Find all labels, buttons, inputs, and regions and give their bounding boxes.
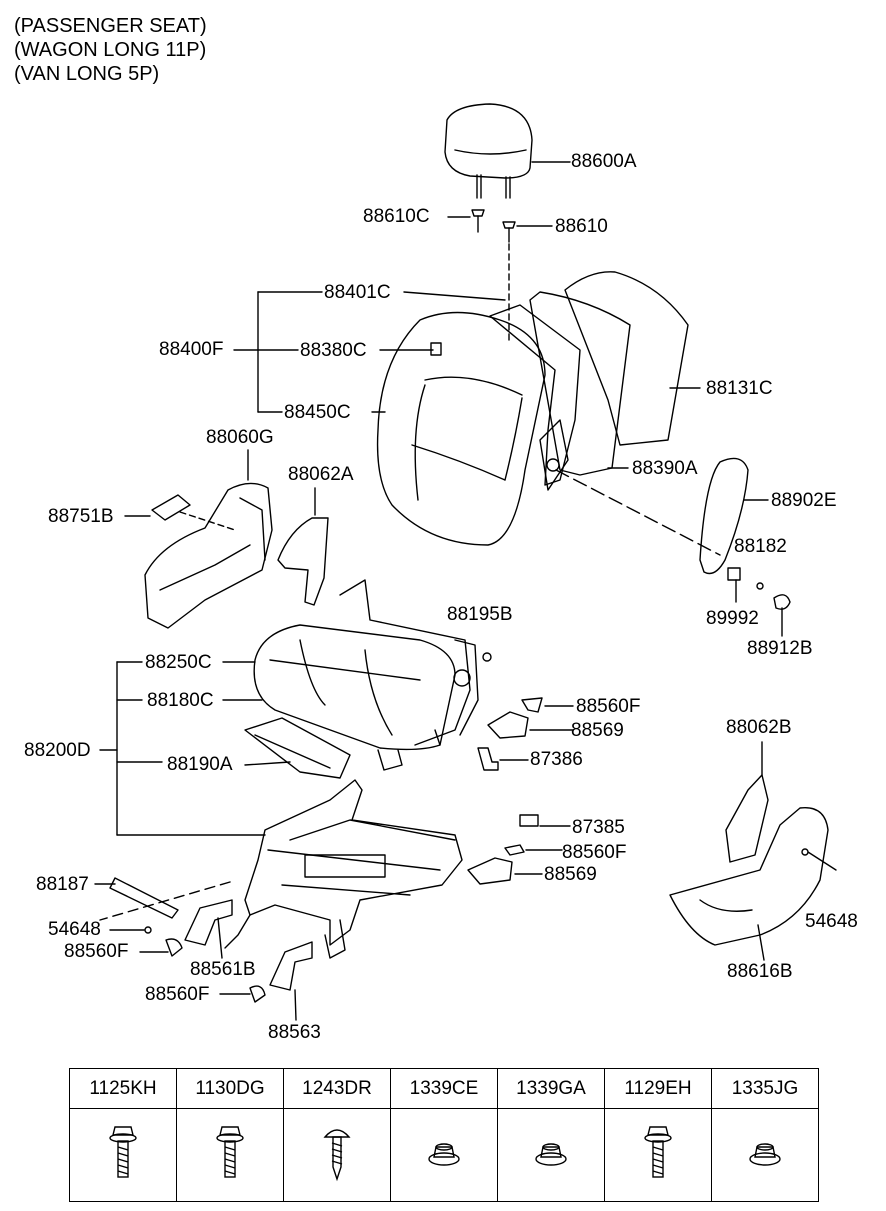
bracket-drawing [467, 697, 574, 885]
part-label-88561B: 88561B [190, 959, 256, 980]
fastener-code: 1243DR [283, 1068, 391, 1109]
part-label-88610: 88610 [555, 216, 608, 237]
part-label-87386: 87386 [530, 749, 583, 770]
part-label-88190A: 88190A [167, 754, 233, 775]
fastener-cell [69, 1108, 177, 1202]
headrest-drawing [444, 103, 571, 199]
fastener-cell [283, 1108, 391, 1202]
flange-bolt-icon [644, 1125, 672, 1178]
part-label-88187: 88187 [36, 874, 89, 895]
part-label-88380C: 88380C [300, 340, 367, 361]
flange-bolt-icon [216, 1125, 244, 1178]
part-label-88182: 88182 [734, 536, 787, 557]
tapping-screw-icon [323, 1128, 351, 1181]
part-label-88400F: 88400F [159, 339, 224, 360]
armrest-drawing [699, 457, 791, 637]
fastener-code: 1125KH [69, 1068, 177, 1109]
side-plate-drawing [277, 487, 329, 606]
fastener-code: 1339GA [497, 1068, 605, 1109]
rod-drawing [94, 877, 313, 1021]
part-label-88250C: 88250C [145, 652, 212, 673]
seat-track-drawing [99, 779, 463, 959]
part-label-88569: 88569 [544, 864, 597, 885]
part-label-88450C: 88450C [284, 402, 351, 423]
part-label-88390A: 88390A [632, 458, 698, 479]
seat-back-drawing [371, 271, 721, 556]
part-label-88401C: 88401C [324, 282, 391, 303]
part-label-54648: 54648 [48, 919, 101, 940]
part-label-88600A: 88600A [571, 151, 637, 172]
part-label-88616B: 88616B [727, 961, 793, 982]
part-label-88902E: 88902E [771, 490, 837, 511]
part-label-88610C: 88610C [363, 206, 430, 227]
part-label-88569: 88569 [571, 720, 624, 741]
part-label-88912B: 88912B [747, 638, 813, 659]
part-label-88131C: 88131C [706, 378, 773, 399]
fastener-cell [711, 1108, 819, 1202]
fastener-cell [390, 1108, 498, 1202]
part-label-54648: 54648 [805, 911, 858, 932]
diagram-title-line-3: (VAN LONG 5P) [14, 63, 160, 85]
side-shield-drawing [669, 741, 837, 961]
flange-nut-icon [535, 1142, 567, 1166]
part-label-88060G: 88060G [206, 427, 274, 448]
fastener-table: 1125KH 1130DG 1243DR 1339CE 1339GA 1129E… [69, 1068, 819, 1202]
part-label-88560F: 88560F [576, 696, 641, 717]
part-label-88200D: 88200D [24, 740, 91, 761]
flange-bolt-icon [109, 1125, 137, 1178]
part-label-88180C: 88180C [147, 690, 214, 711]
part-label-88062B: 88062B [726, 717, 792, 738]
part-label-88560F: 88560F [562, 842, 627, 863]
part-label-89992: 89992 [706, 608, 759, 629]
fastener-code: 1130DG [176, 1068, 284, 1109]
fastener-cell [604, 1108, 712, 1202]
diagram-title-line-2: (WAGON LONG 11P) [14, 39, 207, 61]
flange-nut-icon [428, 1142, 460, 1166]
group-bracket-lines [99, 291, 323, 836]
flange-nut-icon [749, 1142, 781, 1166]
fastener-icon-row [69, 1108, 819, 1202]
part-label-88560F: 88560F [64, 941, 129, 962]
part-label-88560F: 88560F [145, 984, 210, 1005]
part-label-88062A: 88062A [288, 464, 354, 485]
part-label-88751B: 88751B [48, 506, 114, 527]
fastener-code: 1129EH [604, 1068, 712, 1109]
fastener-code: 1339CE [390, 1068, 498, 1109]
fastener-code: 1335JG [711, 1068, 819, 1109]
seat-cushion-drawing [222, 579, 492, 779]
part-label-88563: 88563 [268, 1022, 321, 1043]
part-label-88195B: 88195B [447, 604, 513, 625]
fastener-cell [176, 1108, 284, 1202]
side-cover-drawing [124, 449, 273, 629]
diagram-title-line-1: (PASSENGER SEAT) [14, 15, 207, 37]
fastener-header-row: 1125KH 1130DG 1243DR 1339CE 1339GA 1129E… [69, 1068, 819, 1109]
fastener-cell [497, 1108, 605, 1202]
part-label-87385: 87385 [572, 817, 625, 838]
